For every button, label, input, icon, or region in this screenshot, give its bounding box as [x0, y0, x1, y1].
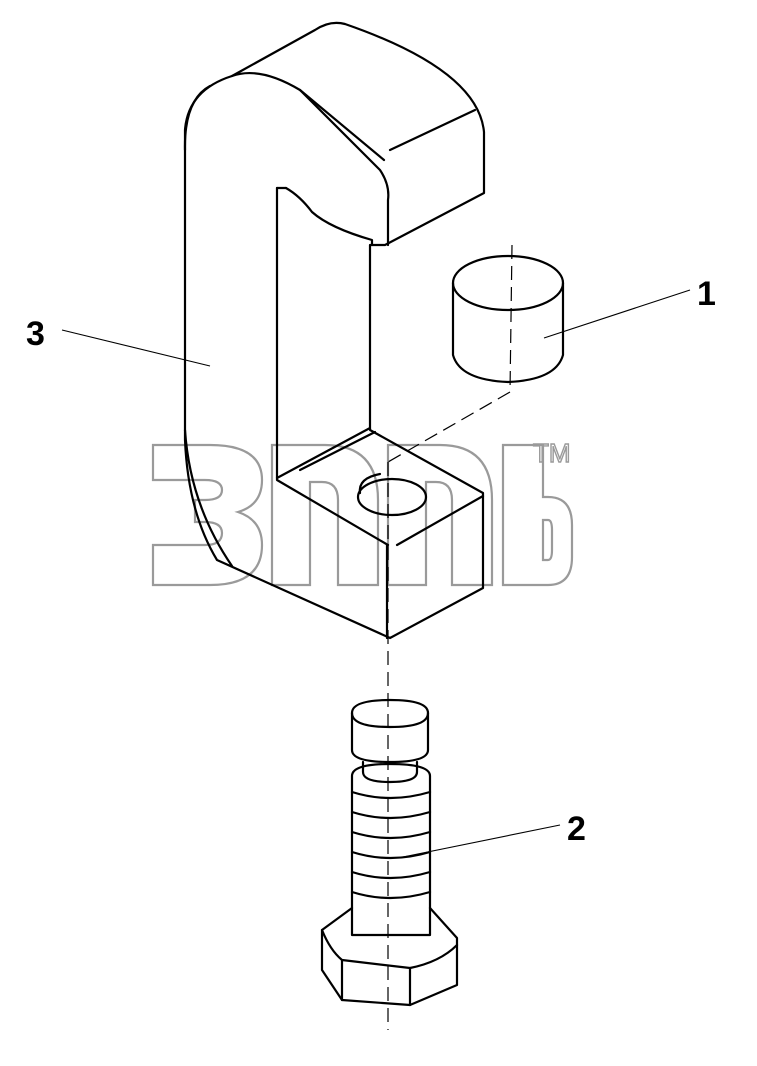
watermark-letter-3: [151, 443, 264, 587]
callout-2: 2: [567, 810, 586, 848]
part-3-c-clamp-body: [183, 21, 486, 640]
centerline-insert: [509, 244, 513, 393]
leader-line-2: [402, 824, 561, 858]
callout-3: 3: [26, 315, 45, 353]
watermark-trademark: TM: [533, 438, 571, 468]
assembly-centerlines: [387, 244, 513, 1030]
centerline-insert-to-hole: [387, 391, 511, 463]
watermark-letter-3: [386, 443, 494, 587]
part-2-hex-bolt: [320, 698, 459, 1007]
leader-line-1: [543, 289, 691, 339]
watermark-letter-2: [270, 443, 380, 587]
leader-lines: [61, 289, 691, 858]
leader-line-3: [61, 329, 211, 367]
callout-1: 1: [697, 275, 716, 313]
watermark-logo: TM: [151, 437, 574, 587]
watermark-letter-4: [501, 443, 574, 587]
part-1-cylinder-insert: [451, 254, 565, 384]
